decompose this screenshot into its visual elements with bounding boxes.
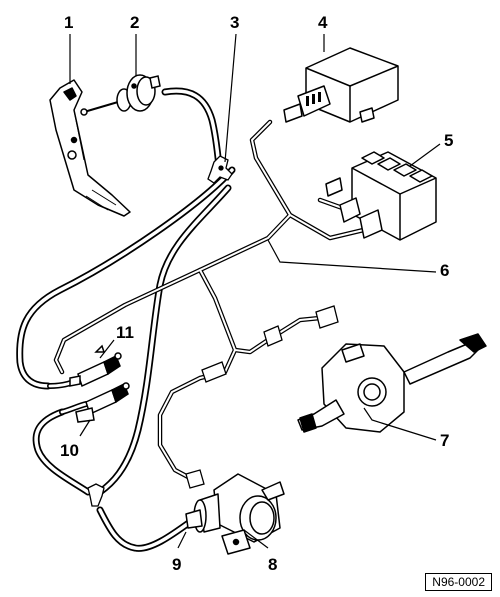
vacuum-pump [185, 473, 285, 555]
valve-11 [77, 344, 122, 388]
callout-4: 4 [318, 13, 328, 32]
callout-11: 11 [116, 323, 134, 342]
relay-module [325, 151, 437, 241]
callout-6: 6 [440, 261, 449, 280]
callout-5: 5 [444, 131, 453, 150]
callout-3: 3 [230, 13, 239, 32]
callout-2: 2 [130, 13, 139, 32]
harness-connectors [185, 305, 339, 489]
callout-9: 9 [172, 555, 181, 574]
y-connector-top [207, 155, 233, 184]
hose-servo-to-y [161, 87, 224, 179]
reference-code: N96-0002 [425, 573, 492, 591]
vacuum-hoses [16, 87, 236, 552]
vacuum-servo [80, 74, 161, 116]
column-switch [297, 333, 487, 433]
callout-labels: 1 2 3 4 5 6 7 8 9 10 11 [60, 13, 453, 574]
hose-left-loop [16, 166, 236, 390]
t-connector-bottom [87, 483, 105, 507]
leader-lines [69, 33, 441, 549]
callout-1: 1 [64, 13, 73, 32]
hose-to-pump [96, 506, 194, 552]
pedal-assembly [49, 79, 131, 217]
callout-8: 8 [268, 555, 277, 574]
valve-10 [69, 375, 130, 423]
callout-10: 10 [60, 441, 79, 460]
callout-7: 7 [440, 431, 449, 450]
control-unit [283, 47, 399, 123]
